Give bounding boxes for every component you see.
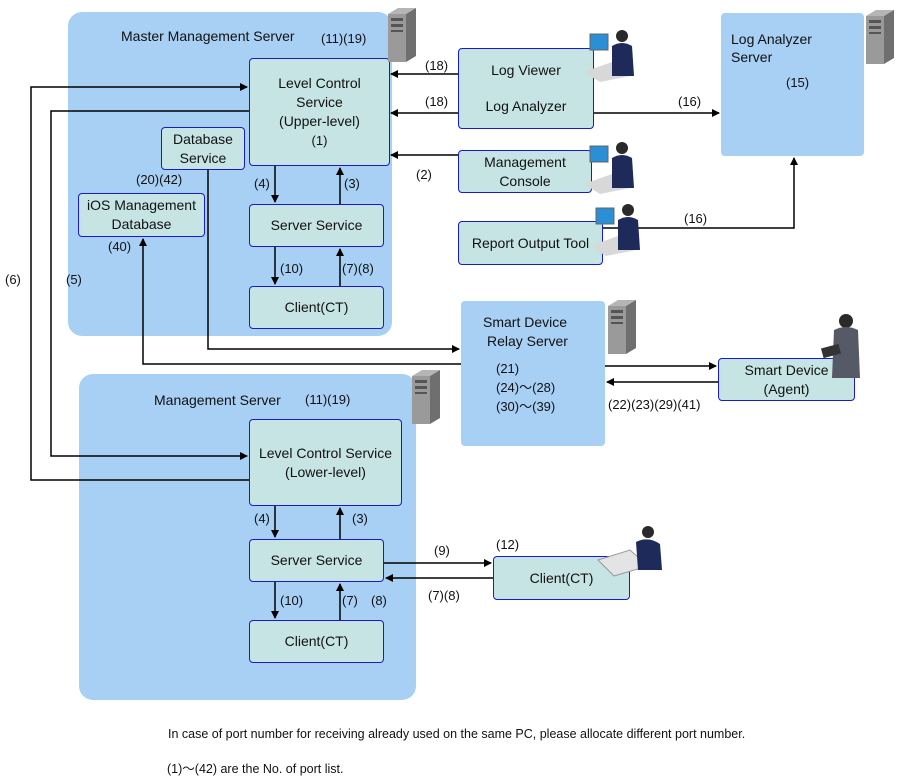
relay-server-ports-3: (30)～(39) bbox=[496, 399, 556, 414]
database-service-line1: Database bbox=[173, 130, 233, 147]
level-control-upper-line3: (Upper-level) bbox=[279, 113, 360, 129]
footnote-port-list: (1)～(42) are the No. of port list. bbox=[167, 762, 344, 776]
log-viewer-label: Log Viewer bbox=[491, 62, 561, 79]
port-label-2042: (20)(42) bbox=[136, 172, 183, 187]
level-control-service-upper: Level Control Service (Upper-level) (1) bbox=[249, 58, 390, 166]
port-label-78a: (7)(8) bbox=[342, 261, 374, 276]
level-control-upper-port: (1) bbox=[311, 133, 328, 148]
port-label-4a: (4) bbox=[254, 176, 270, 191]
user-at-computer-icon bbox=[590, 204, 640, 256]
port-label-2: (2) bbox=[416, 167, 432, 182]
master-server-title: Master Management Server bbox=[121, 28, 295, 44]
client-ct-master: Client(CT) bbox=[249, 286, 384, 329]
client-master-label: Client(CT) bbox=[284, 299, 349, 315]
port-label-5: (5) bbox=[66, 272, 82, 287]
port-label-40: (40) bbox=[108, 239, 132, 254]
database-service: Database Service bbox=[161, 127, 245, 170]
log-analyzer-label: Log Analyzer bbox=[485, 97, 567, 114]
port-label-10a: (10) bbox=[280, 261, 304, 276]
client-mgmt-label: Client(CT) bbox=[284, 633, 349, 649]
management-server-title: Management Server bbox=[154, 392, 281, 408]
port-label-78c: (7)(8) bbox=[428, 588, 460, 603]
report-output-tool-label: Report Output Tool bbox=[471, 234, 590, 251]
port-label-7b: (7) bbox=[342, 593, 358, 608]
port-label-22-23-29-41: (22)(23)(29)(41) bbox=[608, 397, 701, 412]
footnote-port-allocation: In case of port number for receiving alr… bbox=[168, 727, 746, 741]
server-service-master: Server Service bbox=[249, 204, 384, 247]
port-label-12: (12) bbox=[496, 537, 520, 552]
client-external-label: Client(CT) bbox=[529, 569, 594, 586]
relay-server-title-1: Smart Device bbox=[483, 314, 568, 330]
port-label-3a: (3) bbox=[344, 176, 360, 191]
management-console-line2: Console bbox=[499, 172, 551, 189]
port-label-18b: (18) bbox=[425, 94, 449, 109]
user-at-computer-icon bbox=[597, 526, 662, 577]
port-label-4b: (4) bbox=[254, 511, 270, 526]
ios-db-line1: iOS Management bbox=[87, 197, 196, 213]
user-with-tablet-icon bbox=[821, 314, 860, 378]
server-tower-icon bbox=[388, 8, 416, 62]
master-server-ports: (11)(19) bbox=[321, 31, 367, 46]
port-label-18a: (18) bbox=[425, 58, 449, 73]
log-viewer-analyzer: Log Viewer Log Analyzer bbox=[458, 48, 594, 129]
user-at-computer-icon bbox=[584, 30, 634, 82]
smart-device-line2: (Agent) bbox=[763, 380, 810, 397]
management-console: Management Console bbox=[458, 150, 592, 193]
log-analyzer-server-port: (15) bbox=[786, 75, 810, 90]
smart-device-relay-server-region bbox=[461, 301, 605, 446]
port-label-16a: (16) bbox=[678, 94, 702, 109]
level-control-upper-line1: Level Control bbox=[278, 75, 361, 91]
server-tower-icon bbox=[866, 10, 894, 64]
relay-server-ports-2: (24)～(28) bbox=[496, 380, 556, 395]
ios-management-database: iOS Management Database bbox=[78, 193, 205, 237]
log-analyzer-server-title-2: Server bbox=[731, 49, 773, 65]
port-label-10b: (10) bbox=[280, 593, 304, 608]
level-control-upper-line2: Service bbox=[296, 94, 343, 110]
user-at-computer-icon bbox=[584, 142, 634, 194]
database-service-line2: Service bbox=[179, 149, 227, 166]
client-ct-management: Client(CT) bbox=[249, 620, 384, 663]
smart-device-line1: Smart Device bbox=[744, 361, 829, 378]
level-control-service-lower: Level Control Service (Lower-level) bbox=[249, 419, 402, 506]
port-label-6: (6) bbox=[5, 272, 21, 287]
log-analyzer-server-region bbox=[721, 13, 864, 156]
server-service-mgmt-label: Server Service bbox=[270, 552, 363, 568]
port-label-8b: (8) bbox=[371, 593, 387, 608]
level-control-lower-line1: Level Control Service bbox=[258, 444, 393, 461]
port-label-16b: (16) bbox=[684, 211, 708, 226]
server-tower-icon bbox=[608, 300, 636, 354]
port-label-3b: (3) bbox=[352, 511, 368, 526]
relay-server-ports-1: (21) bbox=[496, 361, 520, 376]
server-service-master-label: Server Service bbox=[270, 217, 363, 233]
relay-server-title-2: Relay Server bbox=[487, 333, 568, 349]
management-console-line1: Management bbox=[484, 153, 566, 170]
ios-db-line2: Database bbox=[111, 216, 172, 232]
smart-device-agent: Smart Device (Agent) bbox=[718, 358, 855, 401]
level-control-lower-line2: (Lower-level) bbox=[285, 463, 366, 480]
server-tower-icon bbox=[412, 370, 440, 424]
report-output-tool: Report Output Tool bbox=[458, 221, 603, 265]
log-analyzer-server-title-1: Log Analyzer bbox=[731, 31, 812, 47]
port-label-9: (9) bbox=[434, 543, 450, 558]
management-server-ports: (11)(19) bbox=[305, 392, 351, 407]
server-service-management: Server Service bbox=[249, 539, 384, 582]
